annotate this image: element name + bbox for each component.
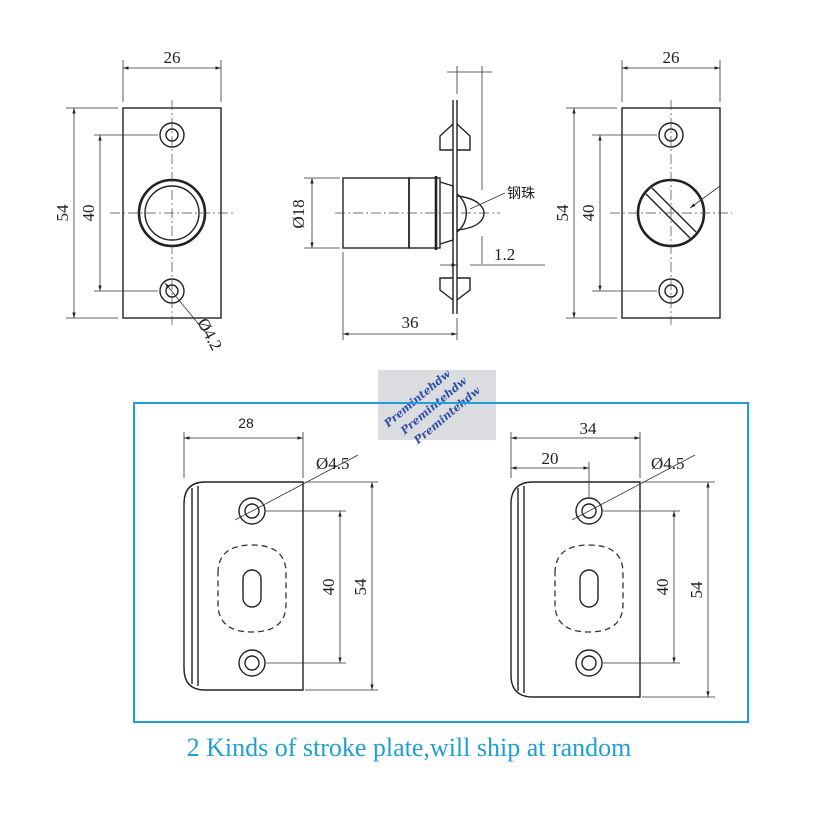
side-view: Ø18 36 1.2 钢珠 [289,66,545,340]
strike-plate-left: 28 Ø4.5 40 54 [183,415,378,691]
dim-side-length: 36 [402,313,419,332]
dim-strike-right-height: 54 [687,581,706,599]
dim-strike-left-hole-dia: Ø4.5 [316,454,350,473]
dim-strike-right-hole-dia: Ø4.5 [651,454,685,473]
dim-top-right-width: 26 [663,48,680,67]
dim-top-right-height: 54 [553,204,572,222]
strike-plate-right: 34 20 Ø4.5 40 54 [510,419,715,698]
front-plate-view: 26 54 40 Ø4.2 [53,48,235,353]
strike-plates-frame [133,402,749,723]
dim-strike-left-hole-spacing: 40 [319,579,338,596]
dim-top-left-hole-spacing: 40 [79,205,98,222]
caption-text: 2 Kinds of stroke plate,will ship at ran… [186,733,632,762]
dim-side-thickness: 1.2 [494,245,515,264]
dim-top-left-height: 54 [53,204,72,222]
dim-top-left-width: 26 [164,48,181,67]
dim-strike-right-offset: 20 [542,449,559,468]
dim-strike-right-width: 34 [580,419,598,438]
dim-strike-left-height: 54 [351,578,370,596]
steel-ball-label: 钢珠 [507,185,535,201]
dim-strike-right-hole-spacing: 40 [653,579,672,596]
back-plate-view: 26 54 40 [553,48,732,325]
dim-top-right-hole-spacing: 40 [579,205,598,222]
watermark-stamp: Premintehdw Premintehdw Premintehdw [378,367,496,447]
dim-side-dia: Ø18 [289,199,308,228]
dim-top-left-hole-dia: Ø4.2 [193,315,226,354]
dim-strike-left-width: 28 [238,415,254,431]
